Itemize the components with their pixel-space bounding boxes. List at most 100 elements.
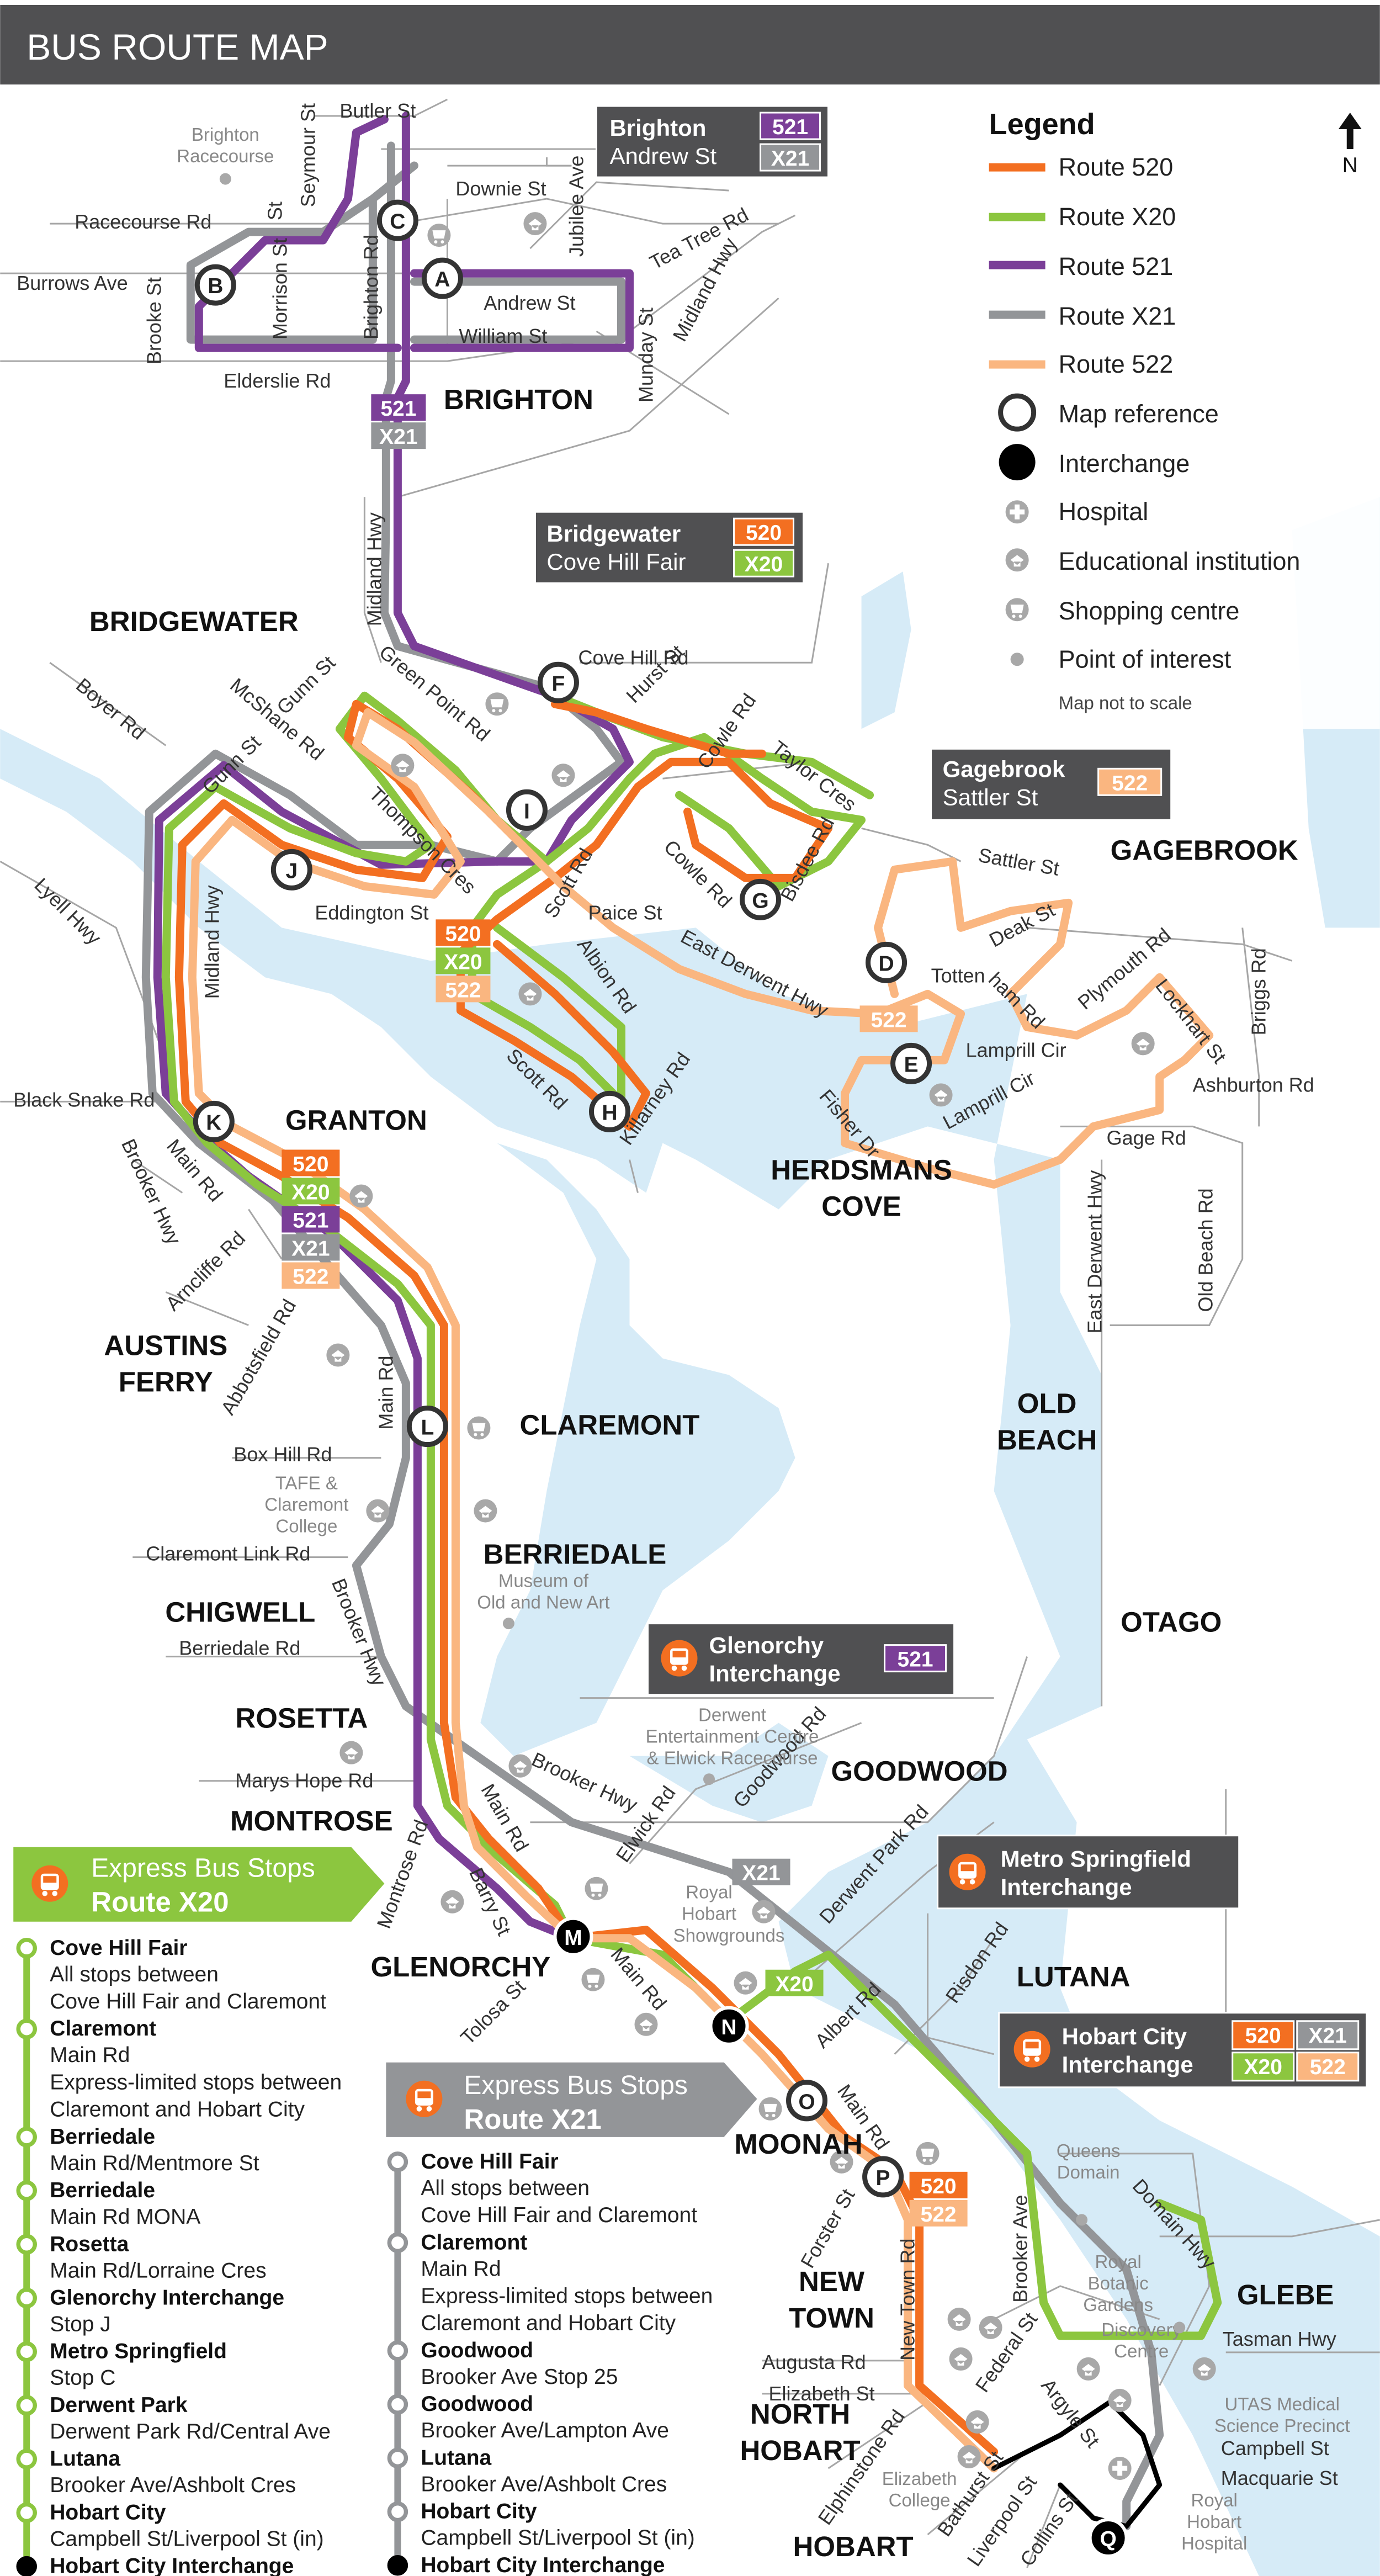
street-label: Burrows Ave [17, 272, 128, 294]
svg-text:Hobart City: Hobart City [1062, 2023, 1187, 2049]
street-label: William St [459, 325, 547, 347]
svg-text:C: C [390, 210, 405, 234]
svg-text:P: P [876, 2166, 890, 2190]
stop-marker [387, 2232, 408, 2254]
svg-text:E: E [904, 1053, 919, 1077]
route-badge-x21: X21 [742, 1862, 780, 1885]
street-label: Old Beach Rd [1195, 1188, 1217, 1312]
area-label: MOONAH [734, 2128, 862, 2160]
stop-marker [16, 2127, 37, 2148]
shopping-centre-icon [1005, 598, 1029, 622]
educational-institution-icon [551, 764, 575, 787]
educational-institution-icon [1076, 2357, 1100, 2381]
poi-tafe: Claremont [264, 1494, 348, 1515]
x21-panel-route: Route X21 [464, 2103, 601, 2135]
poi-brighton-racecourse: Brighton [192, 124, 259, 145]
area-label: HOBART [740, 2435, 860, 2466]
area-label: GLENORCHY [370, 1951, 550, 1983]
area-label: OLD [1017, 1388, 1077, 1419]
legend-item: Shopping centre [1059, 597, 1240, 625]
svg-text:F: F [552, 672, 565, 696]
stop-name: Berriedale [50, 2125, 155, 2149]
poi-labels: Brighton Racecourse TAFE & Claremont Col… [177, 124, 1350, 2553]
street-label: Brighton Rd [359, 235, 382, 340]
express-x21-panel: Express Bus Stops Route X21 Cove Hill Fa… [386, 2062, 757, 2576]
svg-text:G: G [752, 889, 768, 913]
svg-text:D: D [878, 952, 894, 976]
route-badge-522: 522 [871, 1008, 907, 1032]
express-x20-panel: Express Bus Stops Route X20 Cove Hill Fa… [13, 1847, 385, 2576]
svg-text:I: I [524, 799, 530, 823]
svg-text:520: 520 [746, 521, 782, 545]
street-label: Seymour St [296, 103, 319, 207]
stop-detail: Main Rd/Mentmore St [50, 2151, 259, 2175]
svg-text:Sattler St: Sattler St [943, 784, 1038, 810]
legend-note: Map not to scale [1059, 692, 1192, 713]
shopping-centre-icon [467, 1416, 491, 1440]
shopping-centre-icon [427, 224, 451, 247]
svg-text:A: A [434, 268, 450, 291]
callout-hobart-city-interchange: Hobart City Interchange 520 X21 X20 522 [998, 2012, 1368, 2089]
map-reference-a: A [421, 257, 463, 299]
street-label: Main Rd [374, 1355, 397, 1429]
route-badge-x20: X20 [291, 1180, 330, 1204]
area-label: MONTROSE [230, 1805, 393, 1837]
area-label: LUTANA [1017, 1961, 1130, 1992]
svg-text:522: 522 [1310, 2055, 1346, 2079]
route-badge-x21: X21 [379, 425, 417, 449]
area-label: CHIGWELL [165, 1597, 315, 1628]
educational-institution-icon [949, 2347, 973, 2371]
legend-item: Educational institution [1059, 547, 1301, 575]
street-label: Lamprill Cir [966, 1038, 1066, 1061]
educational-institution-icon [734, 1971, 757, 1995]
poi-utas: Science Precinct [1214, 2415, 1350, 2436]
map-reference-q: Q [1088, 2517, 1128, 2558]
route-badge-520: 520 [293, 1152, 328, 1176]
poi-botanic-gardens: Botanic [1088, 2273, 1149, 2293]
stop-marker [16, 2448, 37, 2469]
map-reference-h: H [588, 1090, 630, 1132]
svg-text:K: K [206, 1111, 221, 1135]
poi-showgrounds: Showgrounds [673, 1925, 785, 1946]
svg-text:Interchange: Interchange [709, 1661, 841, 1687]
street-label: Gage Rd [1107, 1126, 1186, 1149]
street-label: New Town Rd [896, 2238, 919, 2360]
poi-elizabeth-college: Elizabeth [882, 2468, 957, 2489]
poi-queens-domain: Domain [1057, 2162, 1120, 2182]
route-lines [141, 112, 1222, 2531]
poi-discovery-centre: Discovery [1101, 2319, 1181, 2340]
callout-brighton: Brighton Andrew St 521 X21 [595, 105, 830, 178]
map-reference-n: N [709, 2006, 749, 2046]
stop-detail: Claremont and Hobart City [50, 2098, 305, 2122]
area-label: HERDSMANS [771, 1154, 952, 1185]
street-label: Jubilee Ave [565, 156, 587, 257]
legend: Legend N Route 520 Route X20 Route 521 R… [969, 91, 1380, 729]
area-label: OTAGO [1121, 1607, 1222, 1638]
stop-detail: Campbell St/Liverpool St (in) [50, 2527, 323, 2551]
area-label: BRIDGEWATER [89, 606, 299, 637]
street-label: Lyell Hwy [30, 873, 106, 949]
stop-marker [16, 2341, 37, 2362]
street-label: Brooke St [142, 277, 165, 364]
area-label: CLAREMONT [520, 1409, 700, 1441]
poi-mona: Old and New Art [477, 1592, 609, 1613]
street-label: Berriedale Rd [179, 1637, 300, 1660]
shopping-centre-icon [585, 1877, 608, 1900]
legend-item: Hospital [1059, 497, 1149, 526]
area-label: FERRY [119, 1366, 213, 1398]
educational-institution-icon [752, 1900, 776, 1923]
stop-name: Goodwood [421, 2339, 533, 2362]
street-label: Plymouth Rd [1073, 924, 1175, 1014]
poi-utas: UTAS Medical [1225, 2394, 1340, 2414]
header-bar [0, 5, 1380, 85]
area-labels: BRIGHTON BRIDGEWATER GAGEBROOK GRANTON H… [89, 384, 1334, 2562]
svg-text:Interchange: Interchange [1001, 1874, 1132, 1900]
stop-detail: Main Rd MONA [50, 2205, 200, 2229]
educational-institution-icon [957, 2445, 981, 2468]
stop-marker [387, 2340, 408, 2361]
stop-marker [16, 2234, 37, 2255]
legend-item: Point of interest [1059, 645, 1232, 673]
poi-botanic-gardens: Gardens [1083, 2294, 1153, 2315]
map-reference-e: E [890, 1042, 932, 1084]
street-label: Claremont Link Rd [146, 1543, 310, 1565]
